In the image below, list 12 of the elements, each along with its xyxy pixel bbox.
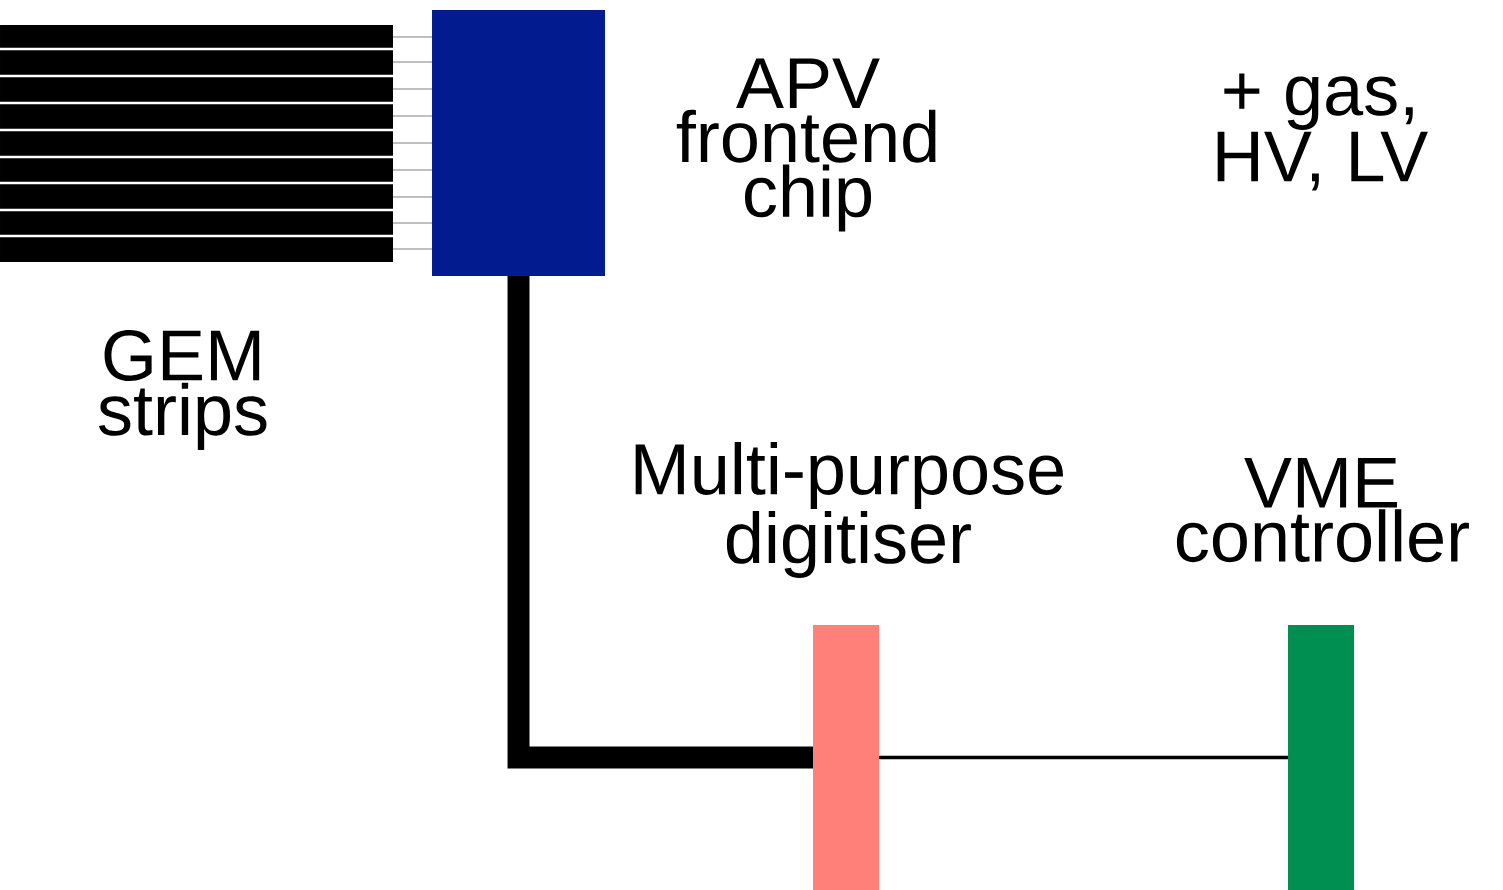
digitiser-bar: Multi-purpose digitiser [635,442,1063,890]
node-label: APV frontend chip [676,58,936,232]
cable-line [507,276,813,769]
strip-block: GEM strips [0,25,393,450]
connector-line [879,755,1288,760]
node-label: Multi-purpose digitiser [635,441,1063,579]
wire-lines [392,36,433,250]
node-label: VME controller [1176,457,1469,563]
note-text: + gas, HV, LV [1217,73,1428,191]
chip-box: APV frontend chip [432,10,936,276]
node-label: GEM strips [98,330,267,450]
controller-bar: VME controller [1176,457,1469,890]
